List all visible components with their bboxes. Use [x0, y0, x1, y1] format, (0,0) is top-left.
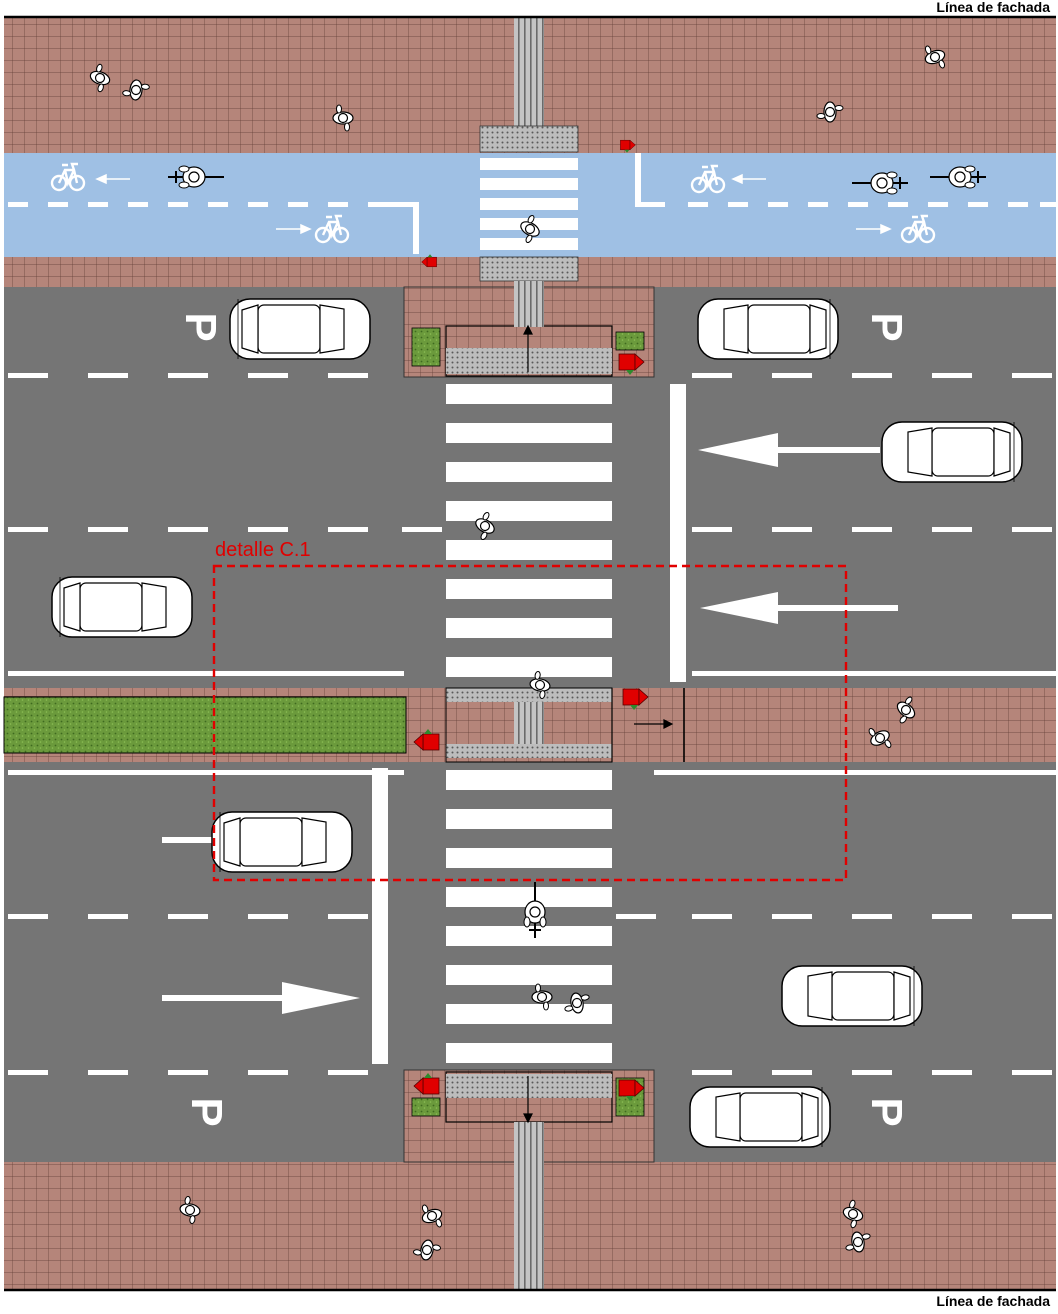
road-markings-upper — [8, 373, 1056, 682]
bike-lane-markings — [8, 153, 1056, 254]
bike-lane-arrows — [95, 173, 892, 235]
parking-mark: P — [176, 312, 225, 341]
facade-label-top: Línea de fachada — [936, 0, 1050, 15]
car-icon — [781, 965, 923, 1027]
parking-mark: P — [182, 1097, 231, 1126]
facade-label-bottom: Línea de fachada — [936, 1293, 1050, 1309]
parking-mark: P — [862, 312, 911, 341]
car-icon — [229, 298, 371, 360]
detail-frame — [212, 564, 848, 882]
median-grass — [3, 696, 407, 754]
detail-label: detalle C.1 — [215, 539, 311, 561]
car-icon — [211, 811, 353, 873]
car-icon — [51, 576, 193, 638]
road-markings-lower — [8, 768, 1056, 1075]
car-icon — [697, 298, 839, 360]
car-icon — [881, 421, 1023, 483]
parking-mark: P — [862, 1097, 911, 1126]
car-icon — [689, 1086, 831, 1148]
